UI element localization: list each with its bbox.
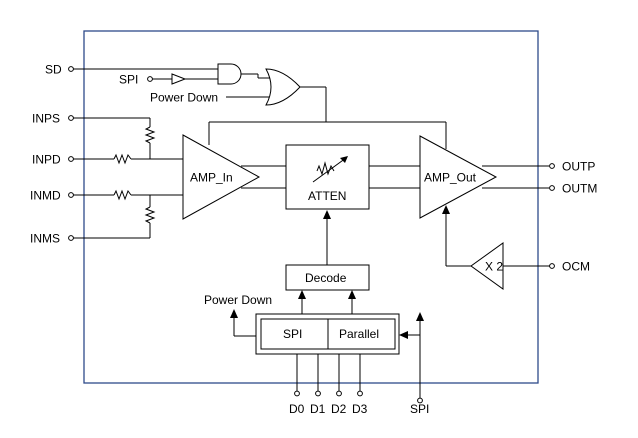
amp-in-label: AMP_In — [190, 171, 233, 185]
inpd-label: INPD — [32, 153, 61, 167]
sd-label: SD — [45, 63, 62, 77]
parallel-block — [327, 318, 396, 350]
sd-pin — [68, 66, 74, 72]
or-gate — [265, 68, 301, 106]
ocm-pin — [549, 263, 555, 269]
inps-pin — [68, 115, 74, 121]
input-network — [68, 115, 183, 241]
d2-label: D2 — [331, 402, 347, 416]
outm-pin — [549, 185, 555, 191]
atten-block — [285, 144, 370, 210]
spi-pin — [147, 76, 153, 82]
inps-label: INPS — [32, 112, 60, 126]
outm-label: OUTM — [562, 182, 597, 196]
d1-label: D1 — [310, 402, 326, 416]
inmd-pin — [68, 192, 74, 198]
x2-buffer — [470, 242, 504, 290]
inms-label: INMS — [30, 232, 60, 246]
shutdown-logic — [68, 63, 447, 149]
power-down-top-label: Power Down — [150, 91, 218, 105]
decode-label: Decode — [305, 271, 347, 285]
chip-boundary — [83, 30, 539, 384]
spi-buffer — [171, 73, 187, 85]
inmd-label: INMD — [30, 189, 61, 203]
outp-pin — [549, 163, 555, 169]
parallel-label: Parallel — [339, 327, 379, 341]
d0-label: D0 — [289, 402, 305, 416]
inmd-resistor — [113, 189, 132, 201]
atten-label: ATTEN — [308, 189, 346, 203]
spi-block-label: SPI — [283, 327, 302, 341]
inms-resistor — [144, 206, 156, 224]
inms-pin — [68, 235, 74, 241]
inpd-resistor — [113, 153, 132, 165]
x2-label: X 2 — [485, 260, 503, 274]
inps-resistor — [144, 126, 156, 144]
inpd-pin — [68, 156, 74, 162]
amp-in-triangle — [182, 134, 261, 220]
power-down-mid-label: Power Down — [204, 293, 272, 307]
spi-bottom-label: SPI — [410, 402, 429, 416]
amp-out-label: AMP_Out — [424, 171, 477, 185]
outp-label: OUTP — [562, 160, 595, 174]
spi-input-label: SPI — [119, 73, 138, 87]
ocm-label: OCM — [562, 260, 590, 274]
attenuator-icon — [316, 161, 335, 176]
amp-out-triangle — [419, 135, 498, 219]
and-gate — [217, 63, 242, 85]
d3-label: D3 — [352, 402, 368, 416]
